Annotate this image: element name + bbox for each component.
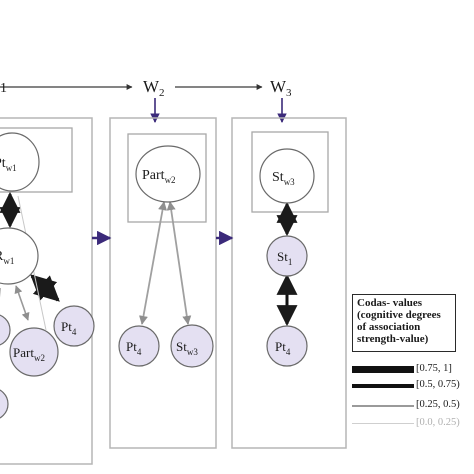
svg-text:Partw2: Partw2 (142, 168, 176, 185)
legend-swatch-very-weak (352, 423, 414, 424)
svg-text:Pt4: Pt4 (61, 319, 77, 337)
node-part-w2-main: Partw2 (135, 145, 201, 203)
edge-rw1-pt4 (30, 274, 60, 302)
legend-label-very-weak: [0.0, 0.25) (416, 417, 460, 428)
node-st-1: St1 (266, 235, 308, 277)
edge-rw1-partw2 (14, 285, 30, 321)
edge-partw2-stw3 (166, 201, 192, 325)
node-pt4-frame3: Pt4 (266, 325, 308, 367)
word-w3-label: W3 (270, 77, 292, 99)
svg-text:Pt4: Pt4 (126, 339, 142, 357)
svg-text:Ptw1: Ptw1 (0, 156, 17, 173)
word-w1-label: 1 (0, 81, 7, 96)
svg-text:Rw1: Rw1 (0, 249, 14, 266)
legend-swatch-weak (352, 405, 414, 407)
legend-item-very-weak: [0.0, 0.25) (352, 416, 472, 430)
legend-item-medium: [0.5, 0.75) (352, 378, 472, 392)
svg-text:Pt4: Pt4 (275, 339, 291, 357)
svg-text:St1: St1 (277, 249, 292, 267)
legend-swatch-strong (352, 366, 414, 373)
svg-text:Stw3: Stw3 (176, 339, 198, 357)
legend-title: Codas- values (cognitive degrees of asso… (357, 297, 441, 345)
node-part-w2-frame1: Partw2 (9, 327, 59, 377)
node-partial-left-1 (0, 314, 11, 346)
node-pt-w1: Ptw1 (0, 132, 40, 192)
frame-w2 (109, 117, 217, 449)
legend-swatch-medium (352, 384, 414, 388)
node-pt4-frame2: Pt4 (118, 325, 160, 367)
legend-item-weak: [0.25, 0.5) (352, 398, 472, 412)
node-st-w3-main: Stw3 (259, 148, 315, 204)
node-r-w1: Rw1 (0, 227, 39, 285)
legend-label-strong: [0.75, 1] (416, 363, 452, 374)
legend-label-weak: [0.25, 0.5) (416, 399, 460, 410)
node-st-w3-frame2: Stw3 (170, 324, 214, 368)
frame-w1 (0, 117, 93, 465)
frame-w3 (231, 117, 347, 449)
svg-text:Stw3: Stw3 (272, 170, 295, 187)
inner-frame-w1 (0, 127, 73, 193)
edge-partw2-pt4 (139, 201, 167, 325)
node-partial-left-2 (0, 389, 9, 419)
svg-text:Partw2: Partw2 (13, 345, 45, 363)
legend-box: Codas- values (cognitive degrees of asso… (352, 294, 456, 352)
node-pt4-frame1: Pt4 (53, 305, 95, 347)
legend-label-medium: [0.5, 0.75) (416, 379, 460, 390)
legend-item-strong: [0.75, 1] (352, 362, 472, 376)
word-w2-label: W2 (143, 77, 165, 99)
